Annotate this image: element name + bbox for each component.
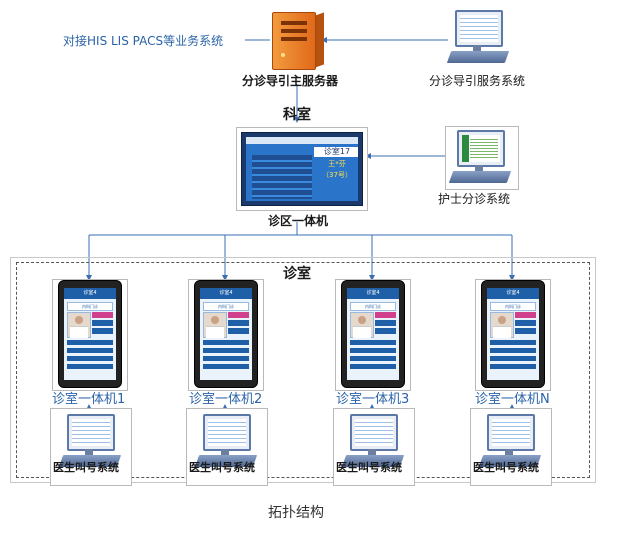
his-integration-label: 对接HIS LIS PACS等业务系统 xyxy=(63,34,224,48)
kiosk-terminal-icon: 诊室4 内科门诊 xyxy=(481,280,545,388)
desktop-computer-icon xyxy=(58,414,123,470)
doctor-system-frame-2: 医生叫号系统 xyxy=(186,408,268,486)
clinic-dashed-box xyxy=(16,262,590,478)
triage-server-label: 分诊导引主服务器 xyxy=(242,74,339,88)
kiosk-frame-4: 诊室4 内科门诊 xyxy=(475,279,551,391)
kiosk-dept: 内科门诊 xyxy=(67,302,113,311)
doctor-photo xyxy=(67,312,91,338)
desktop-computer-icon xyxy=(446,10,511,66)
clinic-group-label: 诊室 xyxy=(283,266,311,282)
area-display-frame: 诊室17 王*芬 （37号） xyxy=(236,127,368,211)
doctor-photo xyxy=(490,312,514,338)
triage-service-system-label: 分诊导引服务系统 xyxy=(429,74,526,88)
display-room: 诊室17 xyxy=(314,147,358,157)
doctor-photo xyxy=(350,312,374,338)
doctor-system-frame-4: 医生叫号系统 xyxy=(470,408,552,486)
kiosk-frame-2: 诊室4 内科门诊 xyxy=(188,279,264,391)
kiosk-label-4: 诊室一体机N xyxy=(475,392,550,407)
kiosk-terminal-icon: 诊室4 内科门诊 xyxy=(194,280,258,388)
desktop-computer-icon xyxy=(448,130,513,186)
kiosk-label-1: 诊室一体机1 xyxy=(52,392,126,407)
kiosk-room: 诊室4 xyxy=(64,288,116,299)
display-patient: 王*芬 （37号） xyxy=(322,160,352,179)
kiosk-frame-3: 诊室4 内科门诊 xyxy=(335,279,411,391)
desktop-computer-icon xyxy=(194,414,259,470)
tower-server-icon xyxy=(272,12,326,72)
kiosk-room: 诊室4 xyxy=(200,288,252,299)
kiosk-label-2: 诊室一体机2 xyxy=(189,392,263,407)
desktop-computer-icon xyxy=(478,414,543,470)
kiosk-room: 诊室4 xyxy=(347,288,399,299)
doctor-system-label-1: 医生叫号系统 xyxy=(53,461,119,474)
doctor-system-frame-3: 医生叫号系统 xyxy=(333,408,415,486)
kiosk-terminal-icon: 诊室4 内科门诊 xyxy=(58,280,122,388)
nurse-system-label: 护士分诊系统 xyxy=(438,192,511,206)
doctor-system-label-4: 医生叫号系统 xyxy=(473,461,539,474)
doctor-system-label-3: 医生叫号系统 xyxy=(336,461,402,474)
department-label: 科室 xyxy=(283,107,311,123)
kiosk-dept: 内科门诊 xyxy=(350,302,396,311)
kiosk-frame-1: 诊室4 内科门诊 xyxy=(52,279,128,391)
wall-display-icon: 诊室17 王*芬 （37号） xyxy=(241,132,363,206)
kiosk-terminal-icon: 诊室4 内科门诊 xyxy=(341,280,405,388)
area-kiosk-label: 诊区一体机 xyxy=(268,214,329,228)
doctor-photo xyxy=(203,312,227,338)
desktop-computer-icon xyxy=(341,414,406,470)
kiosk-dept: 内科门诊 xyxy=(490,302,536,311)
kiosk-dept: 内科门诊 xyxy=(203,302,249,311)
kiosk-room: 诊室4 xyxy=(487,288,539,299)
doctor-system-label-2: 医生叫号系统 xyxy=(189,461,255,474)
doctor-system-frame-1: 医生叫号系统 xyxy=(50,408,132,486)
kiosk-label-3: 诊室一体机3 xyxy=(336,392,410,407)
diagram-caption: 拓扑结构 xyxy=(268,505,324,521)
clinic-outer-box xyxy=(10,257,596,483)
nurse-system-frame xyxy=(445,126,519,190)
